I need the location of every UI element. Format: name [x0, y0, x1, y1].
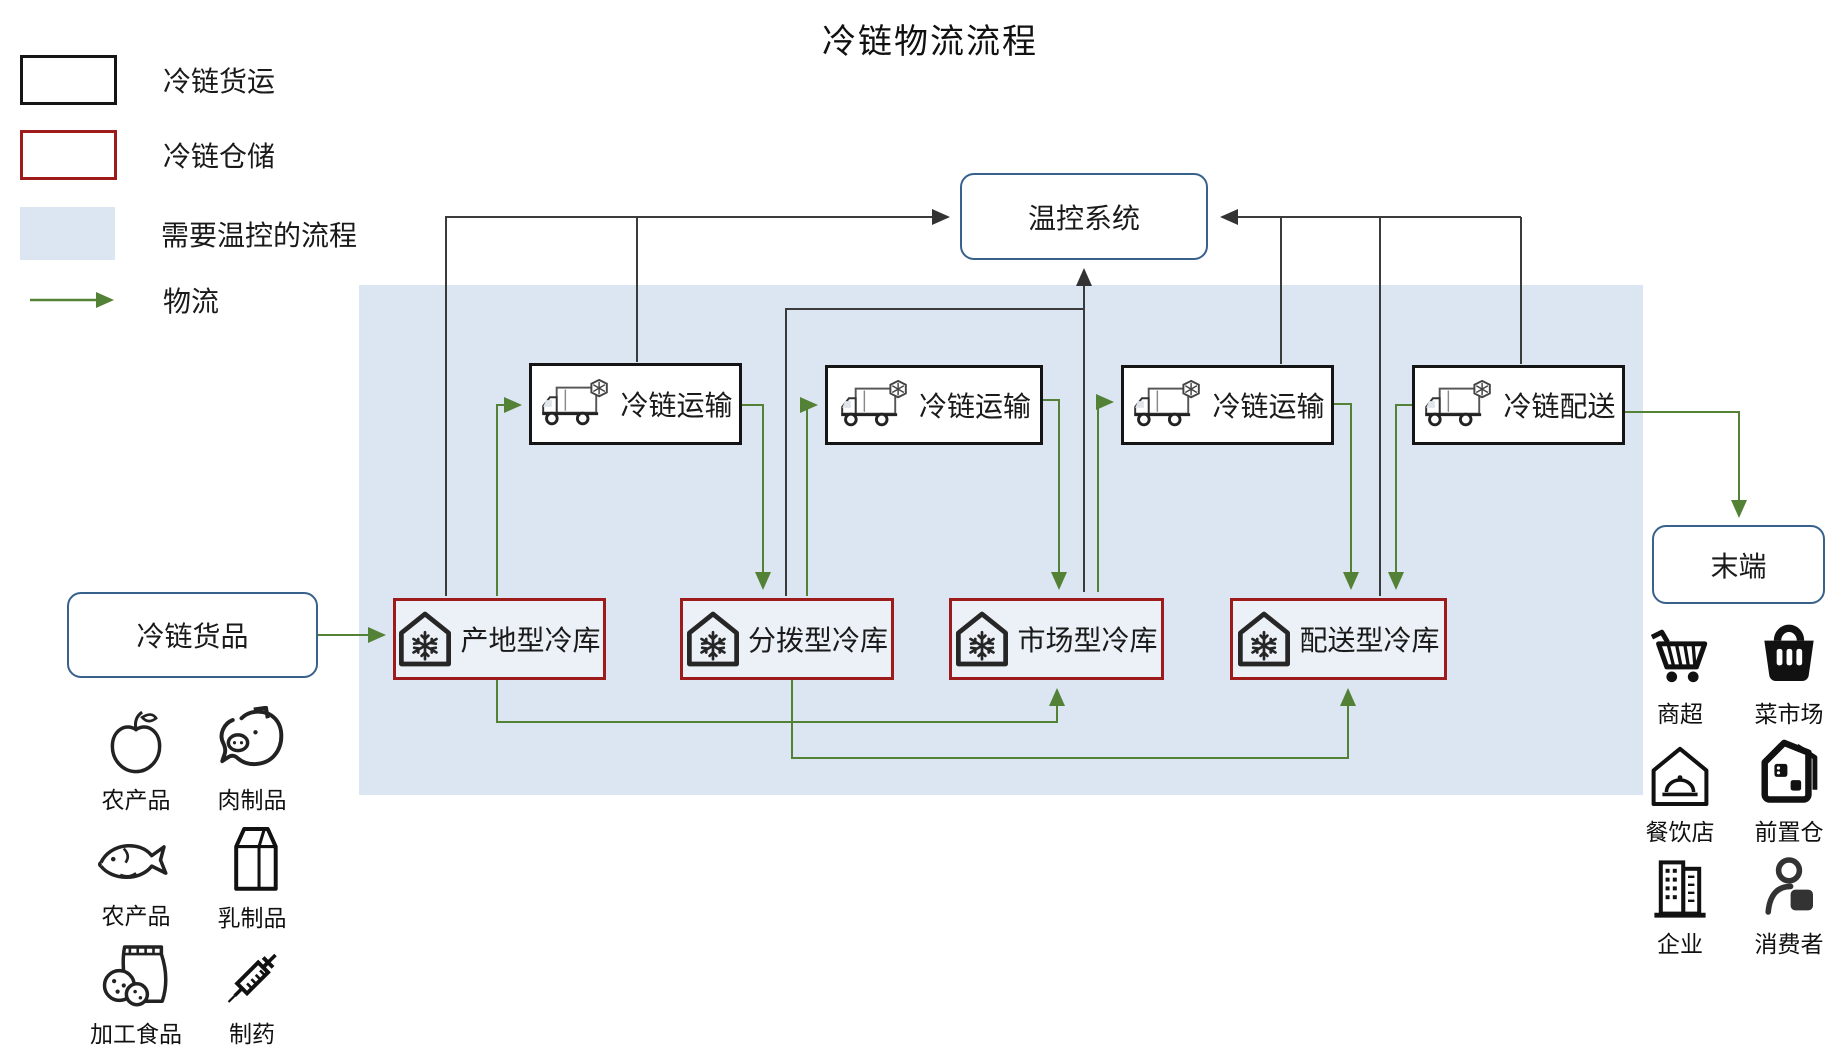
goods-category-label: 农产品 — [101, 903, 171, 929]
destination-label: 商超 — [1657, 701, 1703, 727]
consumer-icon — [1765, 857, 1813, 915]
goods-category-produce: 农产品 — [71, 706, 201, 815]
pig-icon — [219, 706, 284, 766]
restaurant-icon — [1651, 746, 1709, 806]
destination-label: 企业 — [1657, 931, 1703, 957]
goods-category-label: 加工食品 — [90, 1021, 182, 1047]
snack-icon — [102, 945, 168, 1007]
legend-item-logistics: 物流 — [20, 280, 219, 320]
destination-label: 消费者 — [1754, 931, 1824, 957]
refrigerated-truck-icon — [1130, 378, 1205, 432]
destination-label: 前置仓 — [1754, 819, 1824, 845]
logistics-arrow-icon — [30, 292, 114, 308]
node-label: 温控系统 — [1027, 202, 1140, 234]
node-warehouse-distribution: 分拨型冷库 — [680, 598, 894, 680]
goods-category-aquatic: 农产品 — [71, 828, 201, 931]
node-temperature-control-system: 温控系统 — [960, 173, 1208, 260]
legend-label: 物流 — [163, 286, 220, 317]
node-label: 冷链货品 — [136, 621, 249, 652]
node-label: 冷链运输 — [918, 391, 1031, 422]
legend-item-temp-zone: 需要温控的流程 — [20, 207, 357, 260]
cold-storage-house-icon — [956, 611, 1009, 667]
apple-icon — [110, 710, 162, 774]
destination-enterprise: 企业 — [1628, 856, 1732, 959]
node-label: 冷链运输 — [1212, 391, 1325, 422]
node-warehouse-origin: 产地型冷库 — [393, 598, 606, 680]
legend-item-freight: 冷链货运 — [20, 55, 275, 105]
page-title: 冷链物流流程 — [822, 23, 1038, 61]
node-cold-chain-goods: 冷链货品 — [67, 592, 318, 678]
node-delivery: 冷链配送 — [1412, 365, 1625, 445]
temp-zone-swatch — [20, 207, 115, 260]
goods-category-label: 农产品 — [101, 787, 171, 813]
node-transport-2: 冷链运输 — [825, 365, 1043, 445]
goods-category-label: 乳制品 — [217, 905, 287, 931]
basket-icon — [1764, 624, 1814, 681]
destination-label: 餐饮店 — [1645, 819, 1715, 845]
node-label: 分拨型冷库 — [747, 625, 888, 656]
node-label: 末端 — [1710, 550, 1767, 582]
refrigerated-truck-icon — [1421, 378, 1496, 432]
node-warehouse-market: 市场型冷库 — [949, 598, 1164, 680]
legend-label: 冷链仓储 — [163, 141, 276, 172]
legend-item-storage: 冷链仓储 — [20, 130, 275, 180]
fish-icon — [97, 843, 168, 879]
refrigerated-truck-icon — [538, 377, 613, 431]
storage-swatch — [20, 130, 117, 180]
cold-storage-house-icon — [686, 611, 739, 667]
cart-icon — [1650, 629, 1708, 683]
node-warehouse-delivery: 配送型冷库 — [1230, 598, 1447, 680]
goods-category-label: 制药 — [229, 1021, 275, 1047]
destination-label: 菜市场 — [1754, 701, 1824, 727]
cold-storage-house-icon — [1238, 611, 1291, 667]
forward-warehouse-icon — [1761, 739, 1818, 803]
destination-consumer: 消费者 — [1737, 856, 1841, 959]
freight-swatch — [20, 55, 117, 105]
node-label: 配送型冷库 — [1299, 625, 1440, 656]
destination-forward-warehouse: 前置仓 — [1737, 736, 1841, 847]
refrigerated-truck-icon — [837, 378, 911, 432]
goods-category-processed-food: 加工食品 — [71, 940, 201, 1049]
cold-storage-house-icon — [399, 611, 452, 667]
destination-supermarket: 商超 — [1628, 624, 1732, 729]
office-building-icon — [1654, 860, 1706, 918]
temperature-controlled-zone — [359, 285, 1643, 795]
legend-label: 冷链货运 — [163, 66, 276, 97]
node-label: 冷链配送 — [1503, 391, 1616, 422]
destination-wet-market: 菜市场 — [1737, 616, 1841, 729]
node-label: 市场型冷库 — [1017, 625, 1158, 656]
goods-category-label: 肉制品 — [217, 787, 287, 813]
milk-carton-icon — [234, 827, 278, 891]
legend-label: 需要温控的流程 — [161, 219, 358, 251]
node-transport-1: 冷链运输 — [529, 363, 742, 445]
goods-category-pharma: 制药 — [187, 940, 317, 1049]
goods-category-dairy: 乳制品 — [187, 822, 317, 933]
node-label: 产地型冷库 — [460, 625, 601, 656]
goods-category-meat: 肉制品 — [187, 706, 317, 815]
destination-restaurant: 餐饮店 — [1628, 744, 1732, 847]
node-transport-3: 冷链运输 — [1121, 365, 1334, 445]
node-label: 冷链运输 — [620, 390, 733, 421]
syringe-icon — [227, 953, 277, 1003]
node-terminal: 末端 — [1652, 525, 1825, 604]
